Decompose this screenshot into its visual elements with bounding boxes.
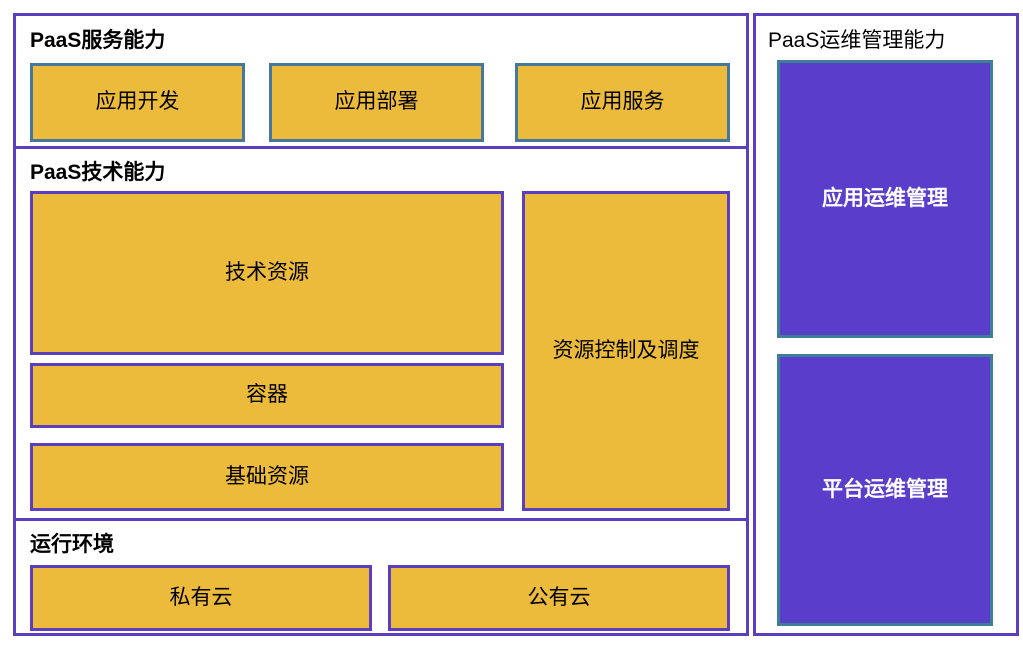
- box-private-cloud-label: 私有云: [169, 585, 233, 609]
- box-app-service-label: 应用服务: [580, 90, 665, 114]
- box-resource-control-scheduling-label: 资源控制及调度: [552, 338, 700, 362]
- left-panel: PaaS服务能力 应用开发 应用部署 应用服务 PaaS技术能力 技术资源 容器: [13, 13, 749, 636]
- box-platform-ops-management-label: 平台运维管理: [822, 477, 948, 501]
- box-technical-resource-label: 技术资源: [225, 260, 309, 284]
- box-public-cloud-label: 公有云: [527, 585, 591, 609]
- section-title-paas-service-capability: PaaS服务能力: [30, 29, 166, 52]
- section-title-runtime-environment: 运行环境: [30, 533, 114, 556]
- divider-technical-runtime: [16, 518, 746, 521]
- box-app-ops-management-label: 应用运维管理: [822, 186, 948, 210]
- box-resource-control-scheduling[interactable]: 资源控制及调度: [522, 191, 730, 511]
- box-public-cloud[interactable]: 公有云: [388, 565, 730, 631]
- box-app-deployment-label: 应用部署: [334, 90, 419, 114]
- box-platform-ops-management[interactable]: 平台运维管理: [777, 354, 993, 626]
- box-infrastructure-resource-label: 基础资源: [225, 464, 309, 488]
- divider-service-technical: [16, 146, 746, 149]
- box-app-development[interactable]: 应用开发: [30, 63, 245, 142]
- box-app-deployment[interactable]: 应用部署: [269, 63, 484, 142]
- box-app-service[interactable]: 应用服务: [515, 63, 730, 142]
- box-infrastructure-resource[interactable]: 基础资源: [30, 443, 504, 511]
- right-panel: PaaS运维管理能力 应用运维管理 平台运维管理: [753, 13, 1019, 636]
- box-app-ops-management[interactable]: 应用运维管理: [777, 60, 993, 338]
- box-container[interactable]: 容器: [30, 363, 504, 428]
- box-technical-resource[interactable]: 技术资源: [30, 191, 504, 355]
- box-private-cloud[interactable]: 私有云: [30, 565, 372, 631]
- section-title-paas-technical-capability: PaaS技术能力: [30, 161, 166, 184]
- box-app-development-label: 应用开发: [95, 90, 180, 114]
- box-container-label: 容器: [246, 383, 288, 407]
- panel-title-paas-ops-management-capability: PaaS运维管理能力: [768, 29, 946, 52]
